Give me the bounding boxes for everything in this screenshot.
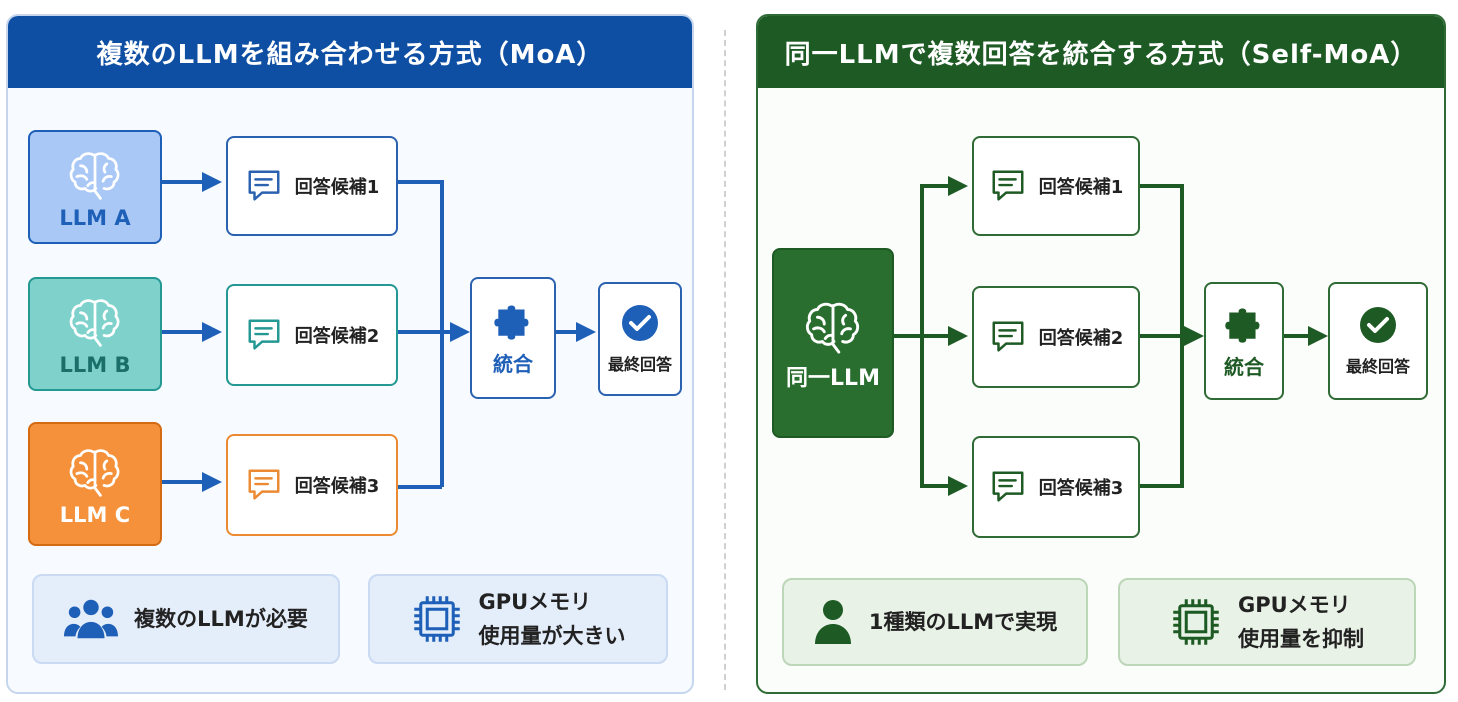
llm-a-label: LLM A — [59, 206, 131, 230]
panel-divider — [724, 30, 726, 690]
chip-icon — [1170, 596, 1222, 648]
same-llm-box: 同一LLM — [772, 248, 894, 438]
moa-final-box: 最終回答 — [598, 282, 682, 396]
chat-icon — [245, 167, 283, 205]
self-moa-panel: 同一LLMで複数回答を統合する方式（Self-MoA） 同一LLM 回答候補1 … — [756, 14, 1446, 694]
chat-icon — [245, 466, 283, 504]
puzzle-icon — [492, 300, 534, 342]
same-llm-label: 同一LLM — [786, 366, 880, 391]
arrow-llm-to-candidate-1 — [920, 176, 968, 336]
moa-integrate-box: 統合 — [470, 277, 556, 399]
moa-candidate-3: 回答候補3 — [226, 434, 398, 536]
chip-icon — [411, 593, 463, 645]
self-info-gpu: GPUメモリ 使用量を抑制 — [1118, 578, 1416, 666]
llm-c-box: LLM C — [28, 422, 162, 546]
brain-icon — [66, 441, 124, 499]
chat-icon — [245, 316, 283, 354]
person-icon — [813, 598, 853, 646]
moa-panel: 複数のLLMを組み合わせる方式（MoA） LLM A LLM B LLM C 回… — [6, 14, 694, 694]
brain-icon — [66, 291, 124, 349]
self-moa-title: 同一LLMで複数回答を統合する方式（Self-MoA） — [758, 16, 1444, 88]
candidate-label: 回答候補2 — [294, 326, 380, 347]
moa-info-gpu: GPUメモリ 使用量が大きい — [368, 574, 668, 664]
integrate-label: 統合 — [1224, 354, 1264, 379]
final-label: 最終回答 — [607, 355, 672, 374]
chat-icon — [989, 318, 1027, 356]
moa-connectors — [162, 172, 596, 492]
integrate-label: 統合 — [493, 351, 533, 376]
arrow-llm-to-candidate-3 — [920, 336, 968, 496]
llm-b-label: LLM B — [59, 353, 131, 377]
moa-candidate-2: 回答候補2 — [226, 284, 398, 386]
chat-icon — [989, 167, 1027, 205]
self-final-box: 最終回答 — [1328, 282, 1428, 400]
check-circle-icon — [1358, 305, 1398, 345]
moa-title: 複数のLLMを組み合わせる方式（MoA） — [8, 16, 692, 88]
brain-icon — [66, 144, 124, 202]
info-text: GPUメモリ 使用量が大きい — [479, 585, 626, 653]
brain-icon — [802, 294, 864, 356]
llm-b-box: LLM B — [28, 277, 162, 391]
candidate-label: 回答候補1 — [1038, 177, 1124, 198]
self-info-single-llm: 1種類のLLMで実現 — [782, 578, 1088, 666]
self-candidate-1: 回答候補1 — [972, 136, 1140, 236]
info-line-1: GPUメモリ — [478, 590, 592, 614]
moa-candidate-1: 回答候補1 — [226, 136, 398, 236]
check-circle-icon — [620, 303, 660, 343]
info-line-2: 使用量が大きい — [478, 624, 626, 648]
info-line-2: 使用量を抑制 — [1238, 627, 1364, 651]
llm-a-box: LLM A — [28, 130, 162, 244]
moa-info-multi-llm: 複数のLLMが必要 — [32, 574, 340, 664]
info-line-1: GPUメモリ — [1238, 593, 1351, 617]
llm-c-label: LLM C — [59, 503, 131, 527]
final-label: 最終回答 — [1345, 357, 1410, 376]
info-text: GPUメモリ 使用量を抑制 — [1238, 588, 1364, 656]
self-candidate-2: 回答候補2 — [972, 286, 1140, 388]
info-text: 1種類のLLMで実現 — [868, 610, 1058, 634]
candidate-label: 回答候補2 — [1038, 328, 1124, 349]
candidate-label: 回答候補3 — [1038, 478, 1124, 499]
merge-line-moa — [398, 180, 444, 487]
self-candidate-3: 回答候補3 — [972, 436, 1140, 538]
people-icon — [64, 595, 118, 643]
self-integrate-box: 統合 — [1204, 282, 1284, 400]
candidate-label: 回答候補1 — [294, 177, 380, 198]
chat-icon — [989, 468, 1027, 506]
info-text: 複数のLLMが必要 — [134, 607, 308, 631]
self-moa-connectors — [894, 176, 1328, 496]
puzzle-icon — [1223, 303, 1265, 345]
candidate-label: 回答候補3 — [294, 476, 380, 497]
